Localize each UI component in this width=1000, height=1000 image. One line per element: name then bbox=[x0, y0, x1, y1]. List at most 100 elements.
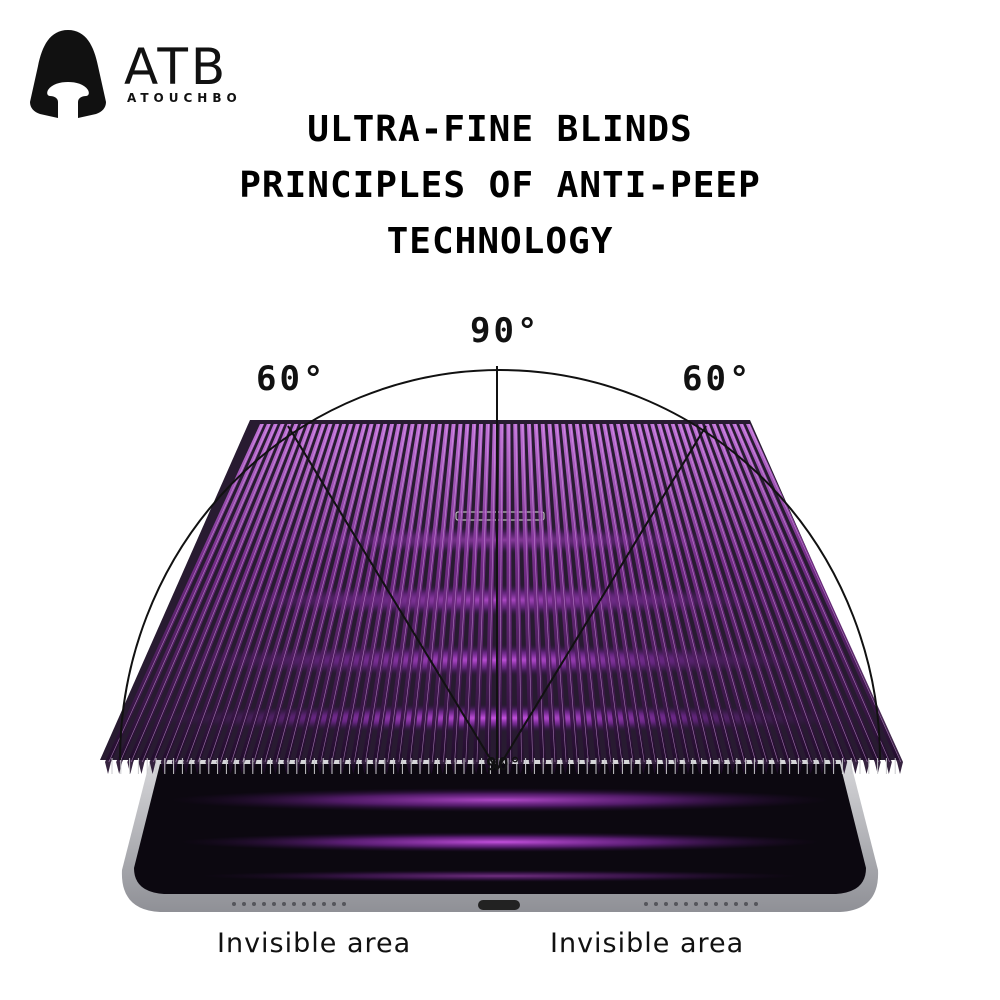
blind-slat-highlight bbox=[673, 423, 779, 763]
blind-slat bbox=[615, 424, 692, 774]
title-line-3: TECHNOLOGY bbox=[386, 221, 614, 262]
blind-slat bbox=[746, 424, 903, 774]
blind-slat bbox=[602, 424, 669, 774]
blind-slat bbox=[670, 424, 781, 774]
blind-slat-highlight bbox=[141, 423, 284, 763]
blind-slat-highlight bbox=[584, 423, 634, 763]
blind-slat-highlight bbox=[220, 423, 332, 763]
blind-slat bbox=[540, 424, 569, 774]
title-line-2: PRINCIPLES OF ANTI-PEEP bbox=[239, 165, 761, 206]
blind-slat-highlight bbox=[522, 423, 533, 763]
blind-slat-highlight bbox=[309, 423, 387, 763]
usb-c-port-icon bbox=[478, 900, 520, 910]
blind-slat bbox=[372, 424, 429, 774]
angle-label-left: 60° bbox=[256, 359, 327, 399]
blind-slat-highlight bbox=[700, 423, 823, 763]
blind-slat-highlight bbox=[264, 423, 359, 763]
blind-slat bbox=[643, 424, 736, 774]
blind-slat-highlight bbox=[679, 423, 790, 763]
blind-slat-highlight bbox=[549, 423, 578, 763]
blind-slat-highlight bbox=[577, 423, 623, 763]
blind-slat bbox=[657, 424, 758, 774]
blind-slat-highlight bbox=[707, 423, 835, 763]
hooded-figure-icon bbox=[30, 30, 106, 118]
blind-slat bbox=[171, 424, 306, 774]
blind-slat-highlight bbox=[253, 423, 352, 763]
blind-slat-highlight bbox=[331, 423, 400, 763]
blind-slat-highlight bbox=[197, 423, 318, 763]
blind-slat bbox=[216, 424, 333, 774]
blind-slat bbox=[406, 424, 449, 774]
blind-slat-highlight bbox=[508, 423, 511, 763]
blind-slat-highlight bbox=[186, 423, 311, 763]
blind-slat bbox=[138, 424, 285, 774]
brand-subname: ATOUCHBO bbox=[127, 91, 242, 105]
blind-slat-highlight bbox=[693, 423, 812, 763]
speaker-grille-left bbox=[232, 902, 346, 906]
blind-slat bbox=[526, 424, 547, 774]
blind-slat-highlight bbox=[686, 423, 801, 763]
blind-slat bbox=[205, 424, 326, 774]
blind-slat-highlight bbox=[529, 423, 545, 763]
blind-slat bbox=[588, 424, 647, 774]
blind-slat bbox=[704, 424, 837, 774]
blind-slat bbox=[533, 424, 558, 774]
blind-slat-highlight bbox=[604, 423, 667, 763]
blind-slat-highlight bbox=[563, 423, 600, 763]
blind-slat-highlight bbox=[298, 423, 380, 763]
blind-slat-highlight bbox=[720, 423, 857, 763]
blind-slat-highlight bbox=[666, 423, 768, 763]
blind-slat bbox=[116, 424, 271, 774]
blind-slat-highlight bbox=[734, 423, 879, 763]
blind-slat bbox=[622, 424, 703, 774]
blind-slat bbox=[595, 424, 658, 774]
blind-slat bbox=[725, 424, 870, 774]
blind-slat-highlight bbox=[242, 423, 346, 763]
blind-slat bbox=[417, 424, 456, 774]
viewing-arc bbox=[119, 369, 881, 761]
blind-slat bbox=[718, 424, 859, 774]
right-angle-line bbox=[496, 425, 707, 771]
blind-slat bbox=[691, 424, 814, 774]
blind-slat-highlight bbox=[175, 423, 304, 763]
blind-slat-highlight bbox=[556, 423, 589, 763]
brand-logo: ATB ATOUCHBO bbox=[28, 28, 288, 124]
blind-slat-highlight bbox=[638, 423, 723, 763]
blind-slats bbox=[105, 423, 903, 774]
viewing-angle-diagram bbox=[119, 366, 881, 771]
angle-label-right: 60° bbox=[682, 359, 753, 399]
blind-slat bbox=[732, 424, 881, 774]
invisible-area-right-label: Invisible area bbox=[550, 928, 745, 959]
blind-slat-highlight bbox=[727, 423, 868, 763]
blind-slat-highlight bbox=[498, 423, 503, 763]
blind-slat-highlight bbox=[618, 423, 690, 763]
blind-slat-highlight bbox=[365, 423, 421, 763]
blind-slat bbox=[739, 424, 892, 774]
blind-slat-highlight bbox=[590, 423, 645, 763]
title-line-1: ULTRA-FINE BLINDS bbox=[307, 109, 693, 150]
blind-slat bbox=[711, 424, 848, 774]
blind-slat-highlight bbox=[631, 423, 712, 763]
blind-slat-highlight bbox=[130, 423, 277, 763]
blind-slat-highlight bbox=[741, 423, 890, 763]
blind-slat bbox=[149, 424, 292, 774]
blind-slat-highlight bbox=[645, 423, 734, 763]
blind-slat-highlight bbox=[275, 423, 366, 763]
blind-slat bbox=[609, 424, 680, 774]
blind-slat-highlight bbox=[611, 423, 678, 763]
speaker-grille-right bbox=[644, 902, 758, 906]
blind-slat bbox=[127, 424, 278, 774]
blind-slat bbox=[684, 424, 803, 774]
blind-slat-highlight bbox=[320, 423, 393, 763]
blind-slat-highlight bbox=[164, 423, 298, 763]
blind-slat-highlight bbox=[153, 423, 291, 763]
blind-slat bbox=[636, 424, 725, 774]
blind-slat-highlight bbox=[409, 423, 448, 763]
blind-slat-highlight bbox=[443, 423, 469, 763]
left-angle-line bbox=[287, 425, 498, 771]
blind-slat-highlight bbox=[625, 423, 701, 763]
blind-slat-highlight bbox=[465, 423, 482, 763]
blind-slat bbox=[383, 424, 436, 774]
angle-label-center: 90° bbox=[486, 754, 522, 775]
